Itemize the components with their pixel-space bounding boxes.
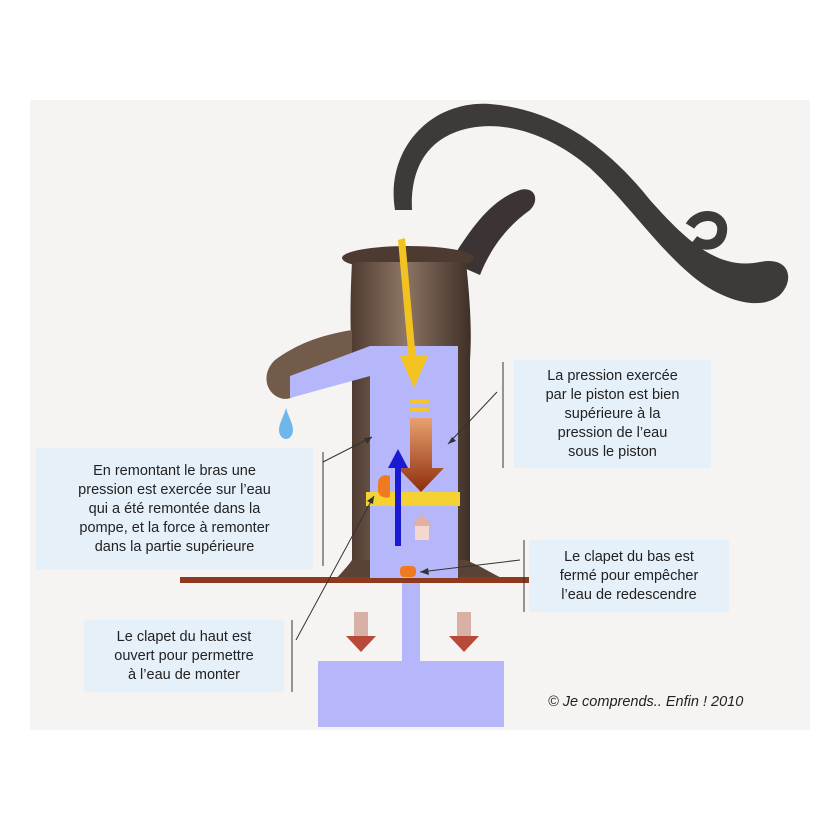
rise-arrow-body xyxy=(415,526,429,540)
water-reservoir xyxy=(318,661,504,727)
spout-channel xyxy=(290,346,370,398)
note-line: pression est exercée sur l’eau xyxy=(78,481,271,498)
note-line: supérieure à la xyxy=(564,405,661,422)
callout-lines xyxy=(291,362,525,692)
note-line: fermé pour empêcher xyxy=(559,567,699,584)
note-line: En remontant le bras une xyxy=(93,462,256,479)
note-lower-valve: Le clapet du bas est fermé pour empêcher… xyxy=(529,540,729,612)
leader-left xyxy=(322,436,373,463)
note-line: ouvert pour permettre xyxy=(114,647,254,664)
note-line: pression de l’eau xyxy=(557,424,668,441)
rise-arrow-head xyxy=(412,514,432,526)
pivot-bracket xyxy=(450,189,536,275)
down-arrow-right xyxy=(449,612,479,652)
water-drop-icon xyxy=(279,408,293,439)
note-line: qui a été remontée dans la xyxy=(88,500,261,517)
note-line: Le clapet du bas est xyxy=(564,548,694,565)
note-upper-valve: Le clapet du haut est ouvert pour permet… xyxy=(84,620,284,692)
note-line: sous le piston xyxy=(568,443,657,460)
leader-lower-right xyxy=(419,559,521,573)
pump-spout xyxy=(266,330,352,399)
note-line: l’eau de redescendre xyxy=(561,586,697,603)
note-line: à l’eau de monter xyxy=(127,666,241,683)
copyright-text: © Je comprends.. Enfin ! 2010 xyxy=(548,694,744,710)
piston-rod xyxy=(398,238,416,362)
water-flow-arrow-head xyxy=(388,449,408,468)
note-line: dans la partie supérieure xyxy=(94,538,255,555)
leader-upper-right xyxy=(447,391,498,445)
note-line: par le piston est bien xyxy=(545,386,680,403)
water-flow-arrow-shaft xyxy=(395,466,401,546)
leader-lower-left xyxy=(295,495,375,641)
rod-mark-2 xyxy=(410,408,429,412)
pressure-arrow xyxy=(398,418,444,492)
note-line: Le clapet du haut est xyxy=(116,628,252,645)
pipe xyxy=(402,583,420,661)
ground-line xyxy=(180,577,533,583)
rod-mark-1 xyxy=(410,400,429,404)
callout-arrowheads xyxy=(364,437,456,575)
down-arrow-left xyxy=(346,612,376,652)
handle-hook xyxy=(685,211,728,250)
pump-handle xyxy=(393,103,789,304)
note-raising-arm: En remontant le bras une pression est ex… xyxy=(36,448,313,570)
note-piston-pressure: La pression exercée par le piston est bi… xyxy=(514,360,711,468)
lower-valve xyxy=(400,566,416,577)
upper-valve xyxy=(378,475,390,498)
note-line: pompe, et la force à remonter xyxy=(79,519,270,536)
note-line: La pression exercée xyxy=(547,367,678,384)
rod-arrow xyxy=(400,356,428,388)
